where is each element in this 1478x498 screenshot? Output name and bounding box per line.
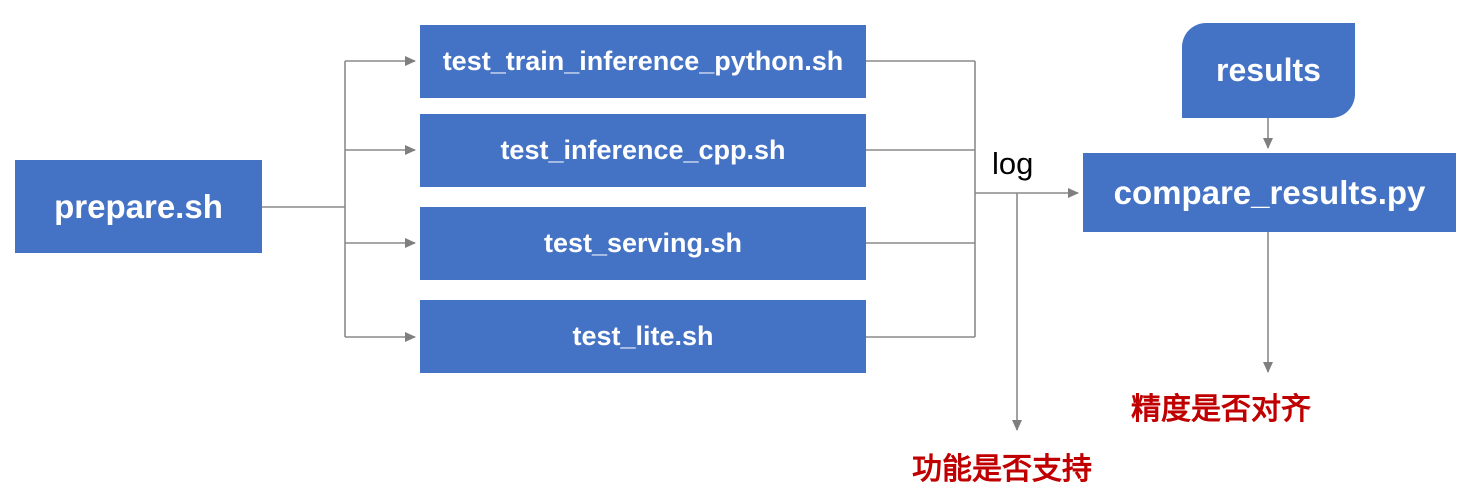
node-prepare-sh: prepare.sh <box>15 160 262 253</box>
outcome-label-precision-aligned: 精度是否对齐 <box>1131 393 1311 426</box>
outcome-label-function-supported: 功能是否支持 <box>912 453 1092 486</box>
edge-label-log: log <box>992 146 1034 181</box>
node-test-lite-sh: test_lite.sh <box>420 300 866 373</box>
node-compare-results-py: compare_results.py <box>1083 153 1456 232</box>
node-test-serving-sh: test_serving.sh <box>420 207 866 280</box>
node-test-train-inference-python-sh: test_train_inference_python.sh <box>420 25 866 98</box>
node-test-inference-cpp-sh: test_inference_cpp.sh <box>420 114 866 187</box>
node-results: results <box>1182 23 1355 118</box>
